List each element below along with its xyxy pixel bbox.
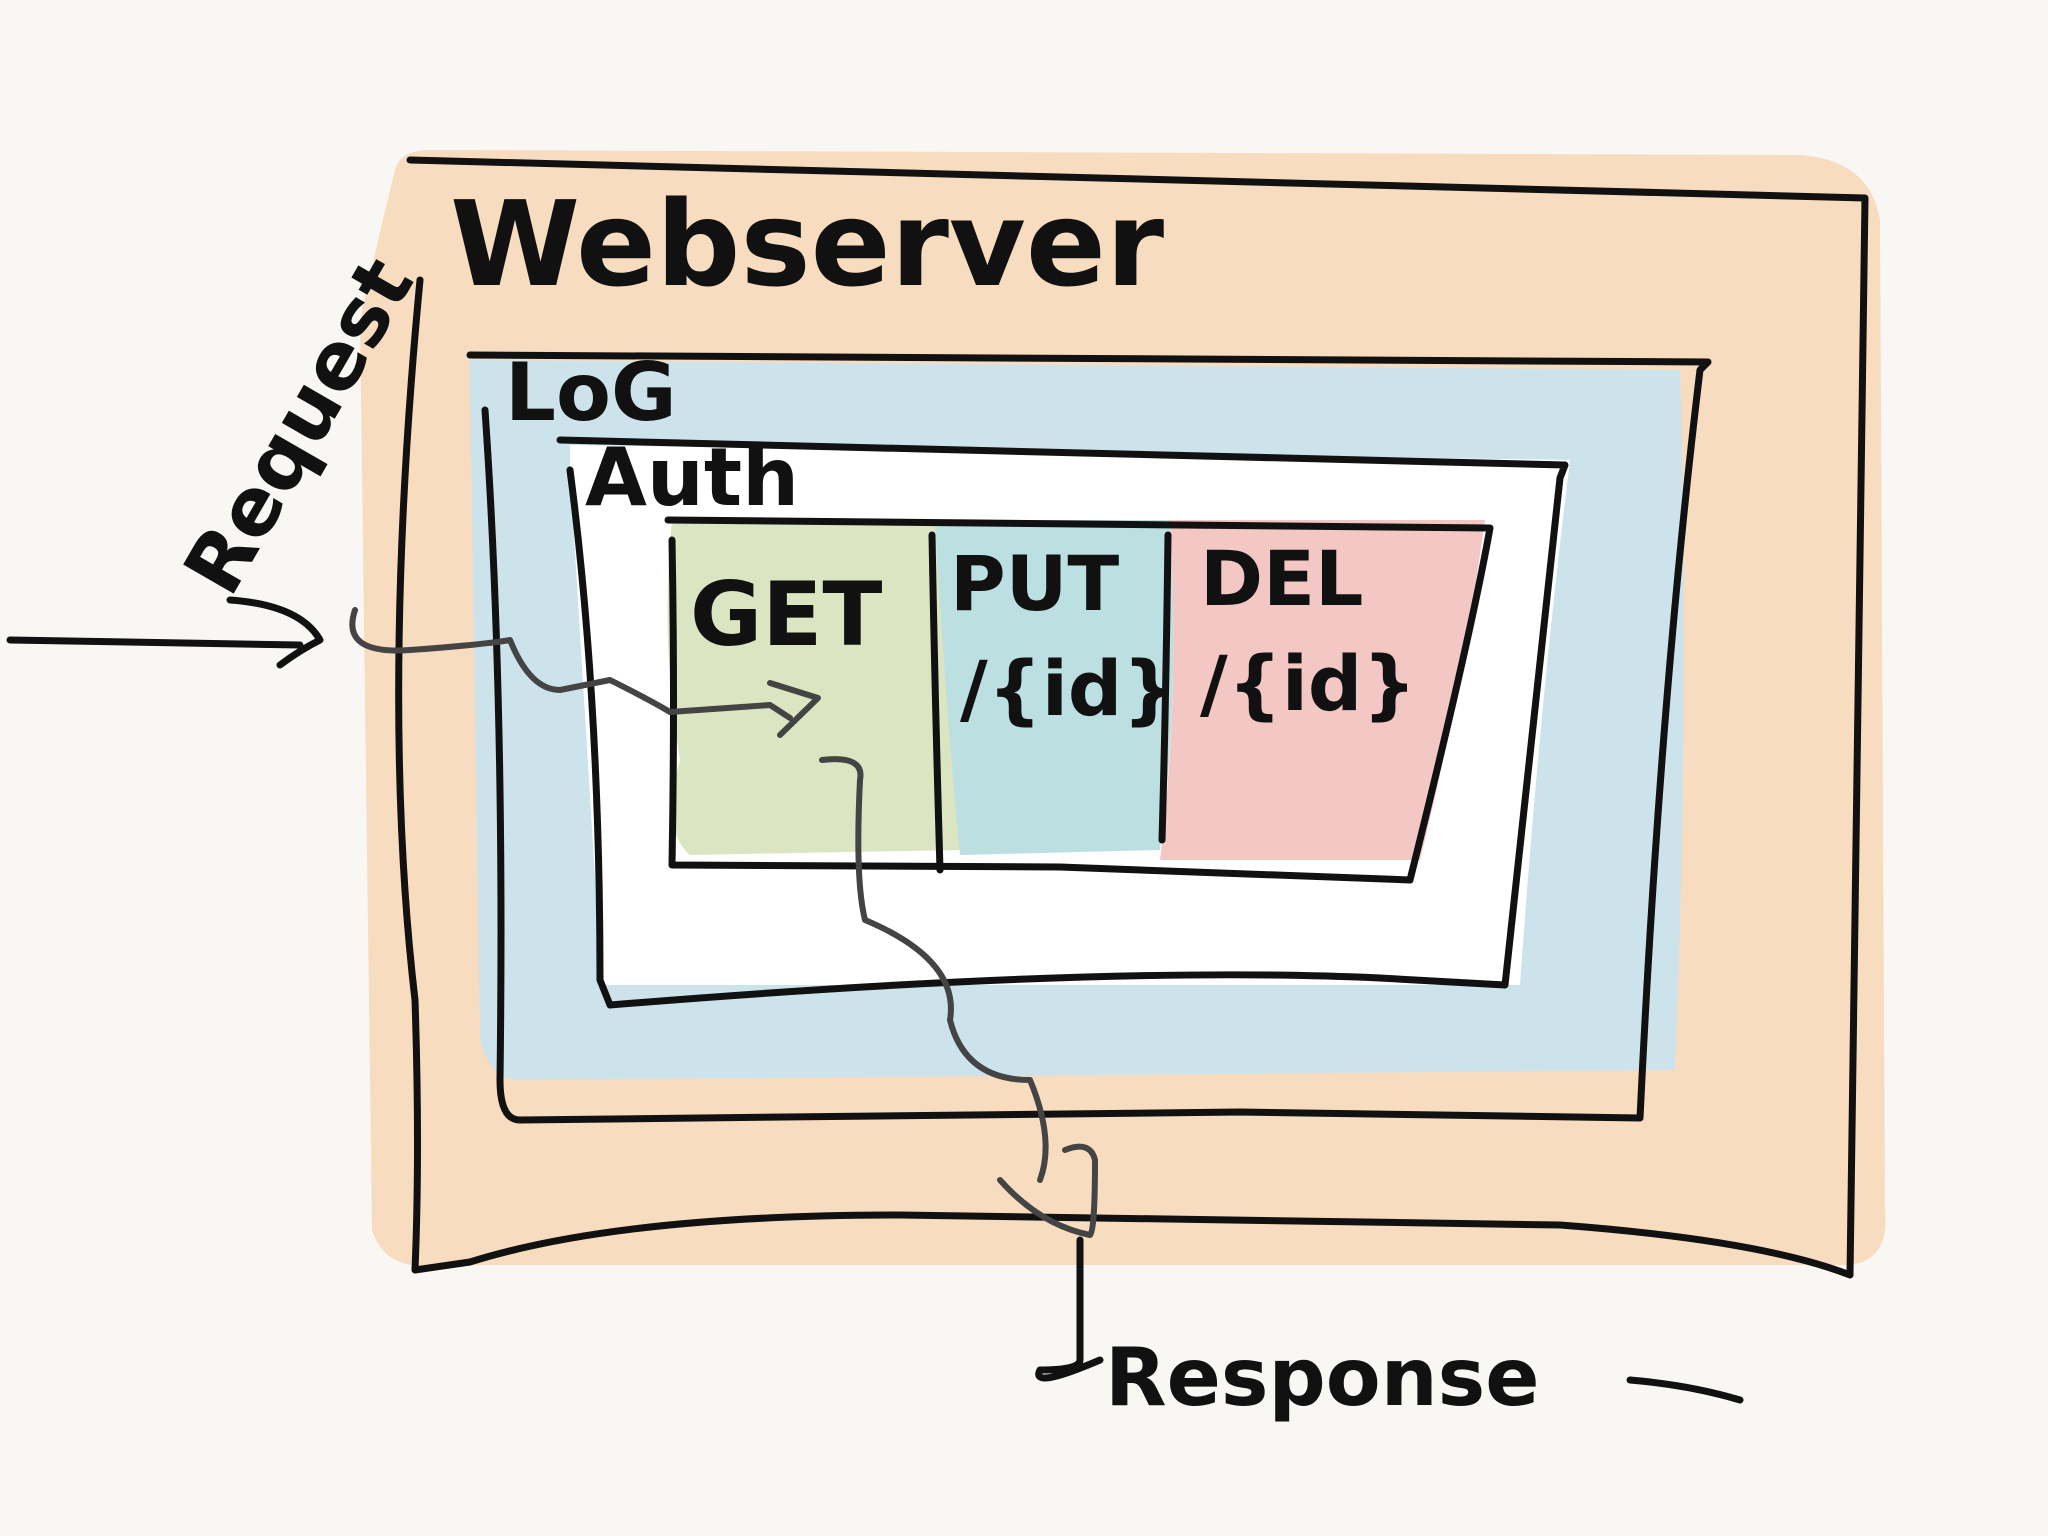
endpoints-outline [664,516,1494,884]
put-path-label: /{id} [960,644,1176,733]
get-fill [667,520,965,855]
put-del-divider [1158,531,1172,844]
del-path-label: /{id} [1200,639,1416,728]
put-label: PUT [950,539,1119,628]
response-underline [1626,1376,1744,1404]
request-arrowhead [226,596,324,669]
get-put-divider [928,531,944,874]
response-label: Response [1105,1331,1540,1424]
response: Response [1035,1236,1744,1424]
put-fill [935,520,1174,855]
webserver-outline [395,156,1869,1279]
request-arrow [6,636,304,649]
log-outline [466,351,1712,1124]
get-label: GET [690,563,882,666]
request-flow-arrowhead [767,680,821,738]
del-fill [1160,520,1485,860]
auth-outline [556,436,1569,1009]
response-flow-line [819,756,1049,1183]
webserver-label: Webserver [450,175,1164,313]
del-label: DEL [1200,534,1363,623]
endpoints: GET PUT /{id} DEL /{id} [664,516,1494,884]
request-flow-line [349,607,793,721]
response-flow-tail [997,1143,1098,1238]
log-label: LoG [505,346,677,439]
response-arrow [1035,1236,1104,1382]
auth-label: Auth [585,431,799,524]
